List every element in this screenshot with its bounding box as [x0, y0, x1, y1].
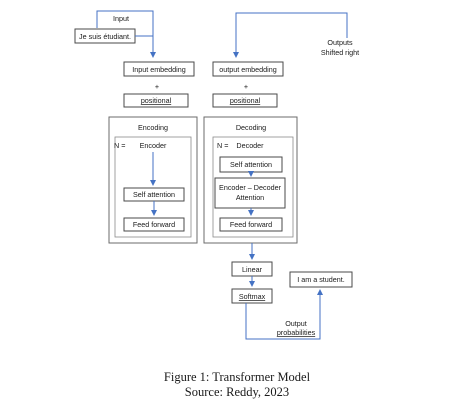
self-attention-encoder-box: Self attention	[123, 187, 185, 202]
input-embedding-box: Input embedding	[123, 61, 195, 77]
n-encoder-label: N =	[114, 141, 125, 150]
feed-forward-decoder-box: Feed forward	[219, 217, 283, 232]
feed-forward-decoder-text: Feed forward	[230, 220, 272, 229]
figure-caption-title: Figure 1: Transformer Model	[163, 370, 311, 384]
self-attention-decoder-box: Self attention	[219, 156, 283, 173]
output-probabilities-line1: Output	[285, 319, 307, 328]
encoding-title: Encoding	[138, 123, 168, 132]
outputs-label-line2: Shifted right	[321, 48, 359, 57]
output-probabilities-line2: probabilities	[277, 328, 316, 337]
linear-text: Linear	[242, 265, 263, 274]
output-sentence-text: I am a student.	[297, 275, 345, 284]
input-embedding-text: Input embedding	[132, 65, 186, 74]
input-sentence-box: Je suis étudiant.	[74, 28, 136, 44]
output-sentence-box: I am a student.	[289, 271, 353, 288]
softmax-text: Softmax	[239, 292, 266, 301]
output-embedding-box: output embedding	[212, 61, 284, 77]
positional-box-right: positional	[212, 93, 278, 108]
decoder-label: Decoder	[236, 141, 264, 150]
figure-caption-source: Source: Reddy, 2023	[184, 385, 290, 399]
linear-box: Linear	[231, 261, 273, 277]
arrow-outputs-to-embedding	[233, 12, 348, 58]
plus-left: +	[155, 82, 159, 91]
encoder-decoder-attention-box: Encoder – Decoder Attention	[214, 177, 286, 209]
encoder-decoder-text-line2: Attention	[236, 193, 264, 202]
encoding-block	[108, 116, 198, 244]
arrow-input-to-sentence	[96, 10, 156, 58]
feed-forward-encoder-text: Feed forward	[133, 220, 175, 229]
plus-right: +	[244, 82, 248, 91]
self-attention-decoder-text: Self attention	[230, 160, 272, 169]
decoding-title: Decoding	[236, 123, 266, 132]
outputs-label-line1: Outputs	[327, 38, 353, 47]
positional-box-left: positional	[123, 93, 189, 108]
self-attention-encoder-text: Self attention	[133, 190, 175, 199]
positional-text-left: positional	[141, 96, 172, 105]
n-decoder-label: N =	[217, 141, 228, 150]
input-label: Input	[113, 14, 129, 23]
output-embedding-text: output embedding	[219, 65, 277, 74]
arrow-softmax-to-output	[245, 289, 323, 340]
encoder-decoder-text-line1: Encoder – Decoder	[219, 183, 282, 192]
input-sentence-text: Je suis étudiant.	[79, 32, 131, 41]
encoder-label: Encoder	[140, 141, 167, 150]
decoder-stack	[212, 136, 294, 238]
feed-forward-encoder-box: Feed forward	[123, 217, 185, 232]
decoding-block	[203, 116, 298, 244]
softmax-box: Softmax	[231, 288, 273, 304]
encoder-stack	[114, 136, 192, 238]
positional-text-right: positional	[230, 96, 261, 105]
